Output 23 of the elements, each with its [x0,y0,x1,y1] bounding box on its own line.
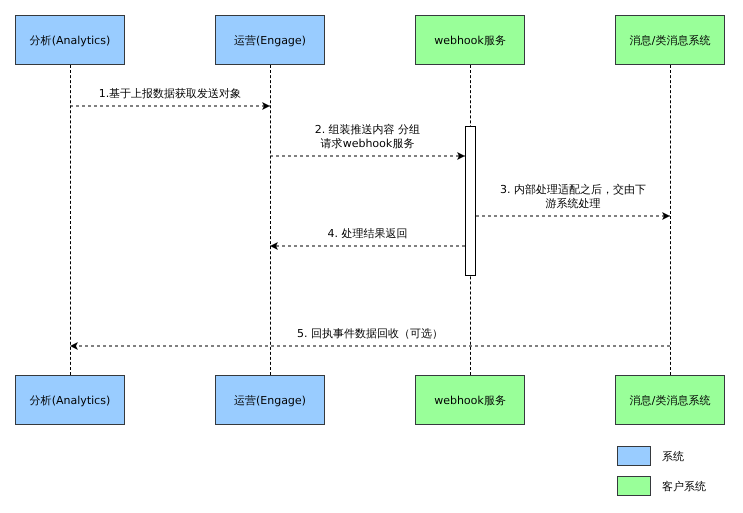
message-label: 2. 组装推送内容 分组请求webhook服务 [312,123,422,151]
lifeline [70,65,71,375]
message-arrow [70,102,270,110]
participant-box: 运营(Engage) [215,15,325,65]
lifeline [270,65,271,375]
participant-box: 消息/类消息系统 [615,15,725,65]
activation-bar [465,126,476,276]
participant-box: 分析(Analytics) [15,375,125,425]
participant-box: 运营(Engage) [215,375,325,425]
message-arrow [476,212,670,220]
legend-label: 客户系统 [662,479,706,494]
message-arrow [70,342,670,350]
participant-box: webhook服务 [415,375,525,425]
lifeline [670,65,671,375]
message-arrow [270,242,466,250]
message-label: 1.基于上报数据获取发送对象 [98,87,242,101]
participant-box: 消息/类消息系统 [615,375,725,425]
legend-label: 系统 [662,449,684,464]
message-arrow [270,152,466,160]
message-label: 3. 内部处理适配之后，交由下游系统处理 [498,183,648,211]
message-label: 4. 处理结果返回 [328,227,408,241]
participant-box: webhook服务 [415,15,525,65]
participant-box: 分析(Analytics) [15,15,125,65]
